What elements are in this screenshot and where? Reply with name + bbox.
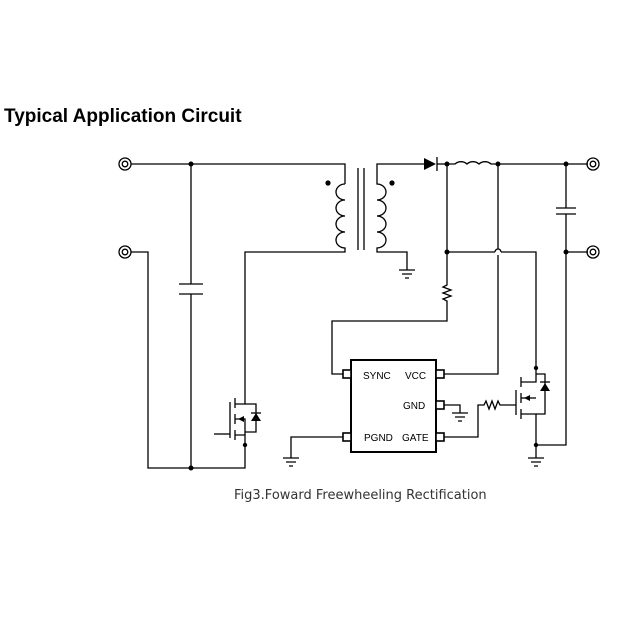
freewheel-mosfet (515, 365, 550, 448)
output-capacitor (556, 164, 576, 255)
input-terminal-positive (118, 157, 132, 171)
ic-gnd-ground-icon (444, 404, 468, 422)
figure-caption-text: Fig3.Foward Freewheeling Rectification (234, 488, 487, 503)
pin-sync-label: SYNC (363, 371, 391, 382)
input-negative-rail (131, 251, 246, 469)
pin-pgnd-label: PGND (364, 433, 393, 444)
input-capacitor (179, 164, 203, 471)
input-rail (131, 161, 346, 184)
transformer-core (357, 168, 365, 250)
transformer-primary-winding (244, 180, 346, 398)
diagram-title: Typical Application Circuit (4, 106, 242, 127)
pin-gnd-label: GND (403, 401, 425, 412)
primary-mosfet (214, 398, 261, 448)
output-inductor (444, 161, 588, 167)
ic-pgnd-ground-icon (283, 436, 343, 467)
output-terminal-positive (586, 157, 600, 171)
gate-resistor (444, 399, 516, 438)
input-terminal-negative (118, 245, 132, 259)
transformer-secondary-winding (376, 163, 408, 270)
freewheel-ground-icon (528, 445, 544, 467)
output-terminal-negative (586, 245, 600, 259)
pin-gate-label: GATE (402, 433, 429, 444)
output-negative-rail (536, 251, 588, 446)
controller-ic: SYNC VCC GND PGND GATE (342, 359, 445, 453)
rectifier-diode (407, 157, 447, 171)
pin-vcc-label: VCC (405, 371, 426, 382)
vcc-supply-line (443, 164, 499, 375)
sync-sense-network (331, 164, 537, 375)
ground-icon (399, 269, 415, 279)
